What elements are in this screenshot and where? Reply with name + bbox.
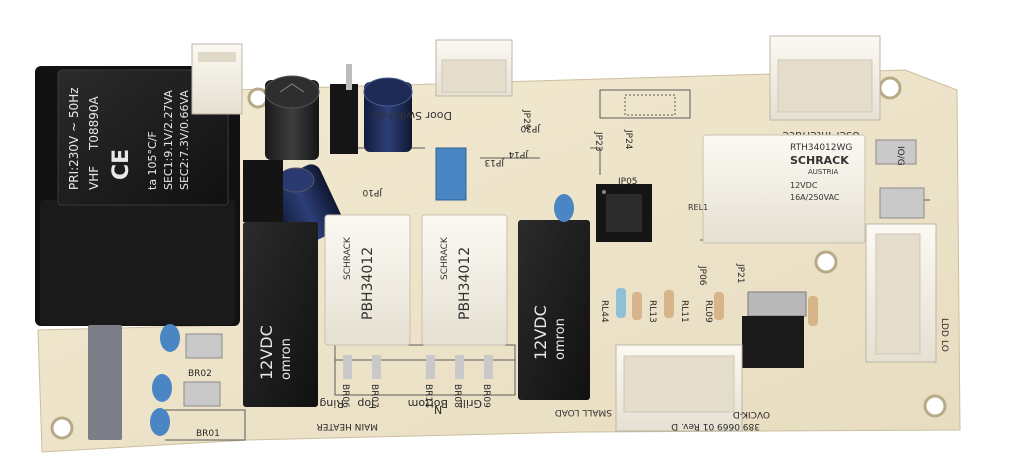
ref-jp29: JP29: [521, 109, 531, 130]
spade-terminals-left: [183, 333, 223, 407]
omron-2-voltage: 12VDC: [531, 305, 550, 360]
ref-jp10: JP10: [362, 187, 383, 197]
voltage-regulator: [742, 291, 807, 368]
transformer-line3: SEC1:9.1V/2.27VA: [162, 90, 175, 190]
spade-terminals-heater: [343, 355, 493, 379]
schrack-1-model: PBH34012: [360, 247, 376, 320]
capacitor-black-2: [330, 64, 358, 154]
schrack-1-brand: SCHRACK: [343, 236, 353, 280]
ic-socket: [596, 184, 652, 242]
ref-br07: BR07: [369, 384, 379, 408]
ref-rl11: RL11: [679, 300, 689, 323]
relay-omron-1: omron 12VDC: [243, 222, 318, 407]
ceramic-caps-blue: [150, 324, 180, 436]
heater-main-label: MAIN HEATER: [316, 421, 378, 431]
transformer-line4: SEC2:7.3V/0.66VA: [178, 90, 191, 190]
ref-jp13: JP13: [484, 157, 505, 167]
relay-omron-2: omron 12VDC: [518, 220, 590, 400]
ref-br11: BR11: [423, 384, 433, 408]
heater-top: Top: [357, 397, 377, 410]
large-relay-brand: SCHRACK: [790, 154, 849, 167]
heater-grill: Grill: [460, 397, 482, 410]
ref-br02: BR02: [188, 369, 212, 379]
ref-rl13: RL13: [647, 300, 657, 323]
large-relay-rating: 16A/250VAC: [790, 193, 840, 202]
small-load-label: SMALL LOAD: [555, 407, 612, 417]
large-relay-voltage: 12VDC: [790, 181, 818, 190]
heater-n: N: [434, 404, 442, 417]
ref-jp05: JP05: [617, 177, 638, 187]
omron-2-brand: omron: [553, 318, 568, 360]
large-relay-model: RTH34012WG: [790, 143, 852, 153]
transformer-brand: VHF: [87, 166, 101, 190]
ref-br08: BR08: [452, 384, 462, 408]
transformer-line1: PRI:230V ~ 50Hz: [67, 87, 81, 190]
door-switches-label: Door Switches: [373, 109, 452, 122]
transformer-line2: ta 105°C/F: [146, 131, 159, 190]
connector-right-vertical: [865, 223, 937, 363]
relay-black-upper-left: [243, 160, 283, 222]
omron-1-voltage: 12VDC: [257, 325, 276, 380]
relay-schrack-2: PBH34012 SCHRACK: [421, 214, 508, 346]
connector-top-left: [191, 43, 243, 115]
heater-ring: Ring: [319, 397, 344, 410]
capacitor-blue-1: [363, 77, 413, 152]
schrack-2-model: PBH34012: [457, 247, 473, 320]
spade-terminals-right: [875, 139, 925, 219]
x-capacitor: [88, 325, 122, 440]
connector-user-interface: User Interface: [769, 35, 881, 142]
omron-1-brand: omron: [279, 338, 294, 380]
ref-rl09: RL09: [703, 300, 713, 323]
capacitor-black-1: [264, 75, 320, 160]
ref-jp21: JP21: [735, 263, 745, 284]
board-name: OVCIK-D: [733, 409, 770, 419]
schrack-2-brand: SCHRACK: [440, 236, 450, 280]
relay-schrack-large: RTH34012WG SCHRACK AUSTRIA 12VDC 16A/250…: [688, 134, 866, 244]
ref-jp14: JP14: [508, 149, 529, 159]
ref-rl44: RL44: [599, 300, 609, 323]
ref-jp06: JP06: [697, 265, 707, 286]
ref-jp24: JP24: [623, 129, 633, 150]
resistors: [616, 288, 818, 326]
large-relay-ref: REL1: [688, 203, 708, 212]
ref-iog: IO/G: [895, 146, 905, 166]
transformer: PRI:230V ~ 50Hz VHF T08890A CE ta 105°C/…: [35, 66, 240, 326]
large-relay-origin: AUSTRIA: [808, 168, 839, 176]
ref-jp23: JP23: [593, 131, 603, 152]
ref-br06: BR06: [340, 384, 350, 408]
board-part-number: 389 0669 01 Rev. D: [671, 421, 760, 431]
mounting-holes: [50, 76, 947, 440]
capacitor-small-blue: [435, 147, 574, 222]
ref-br01: BR01: [196, 429, 220, 439]
ce-mark: CE: [109, 149, 134, 180]
relay-schrack-1: PBH34012 SCHRACK: [324, 214, 411, 346]
transformer-model: T08890A: [87, 95, 101, 151]
ref-ldd: LDD: [939, 318, 949, 337]
ref-br09: BR09: [481, 384, 491, 408]
ref-lo: LO: [939, 340, 949, 352]
ref-jp30: JP30: [520, 123, 541, 133]
connector-door-switches: Door Switches: [373, 39, 513, 122]
heater-bottom: Bottom: [408, 397, 448, 410]
connector-small-load: SMALL LOAD: [555, 344, 743, 432]
